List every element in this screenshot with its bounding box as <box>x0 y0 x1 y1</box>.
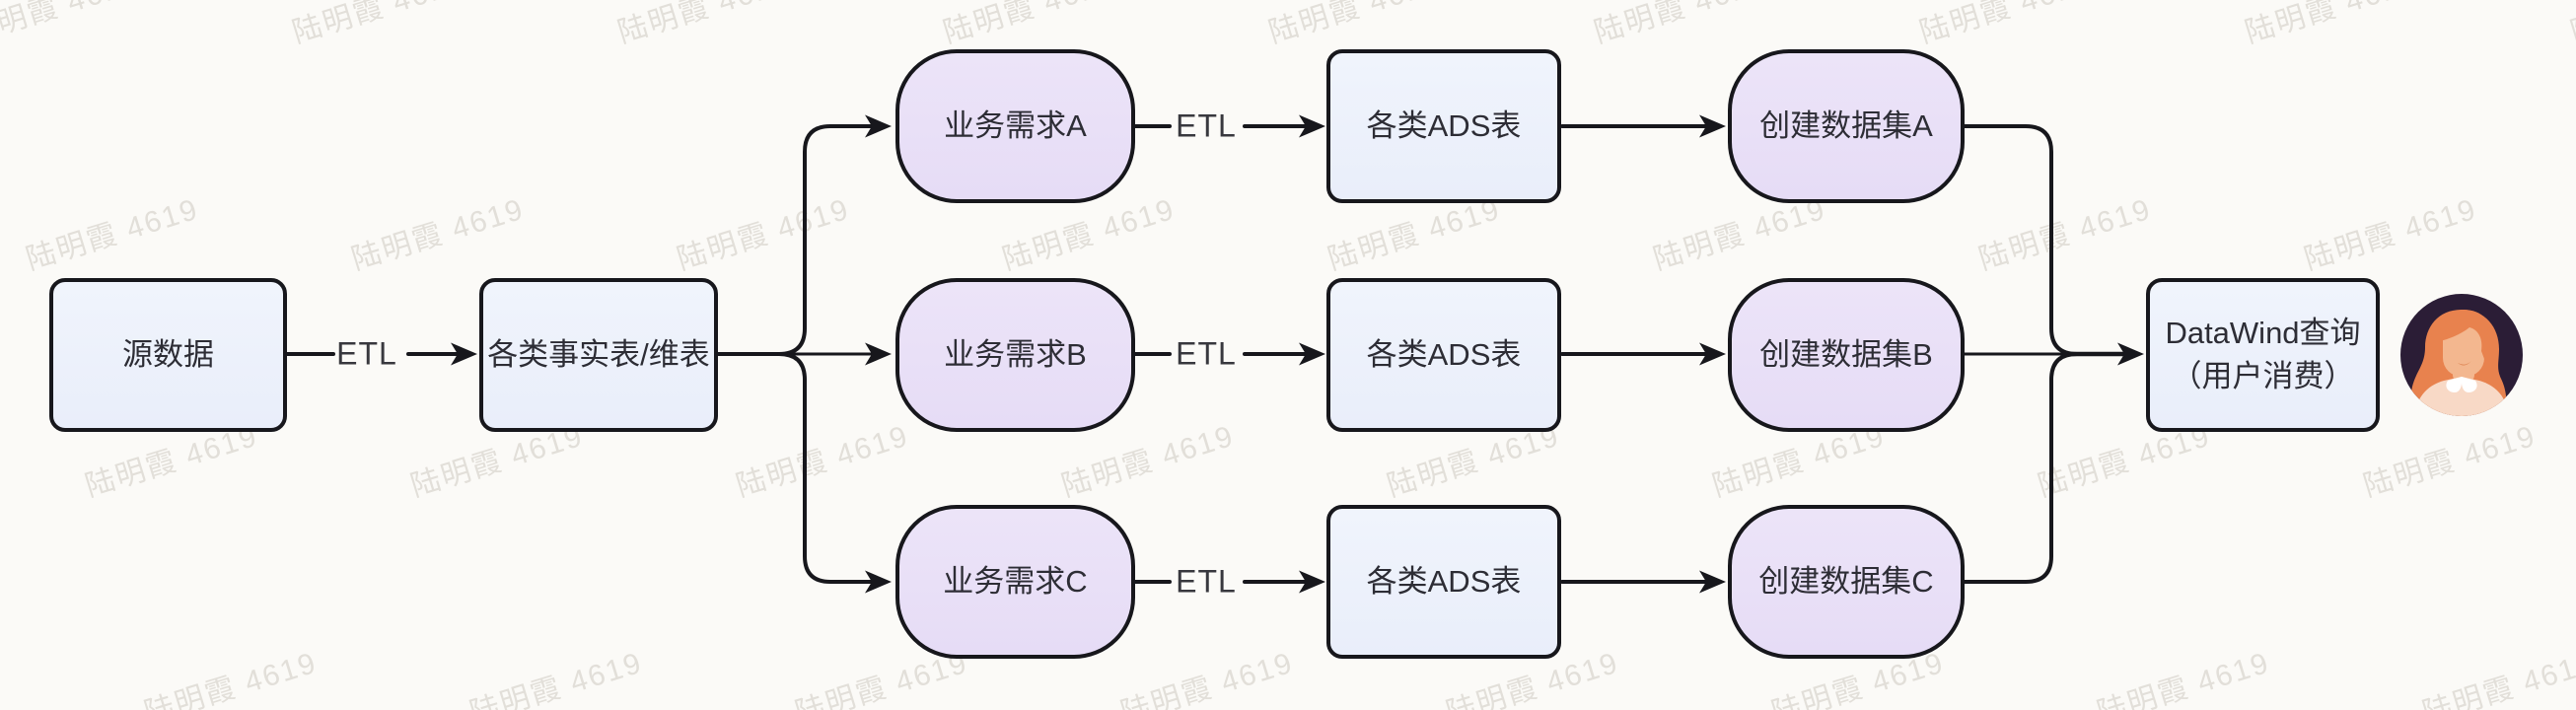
node-ads-tables-a: 各类ADS表 <box>1326 49 1561 203</box>
node-business-need-a: 业务需求A <box>895 49 1135 203</box>
node-label: 各类ADS表 <box>1366 337 1522 372</box>
node-label: 各类事实表/维表 <box>487 337 710 372</box>
node-create-dataset-b: 创建数据集B <box>1728 278 1965 432</box>
node-label: 各类ADS表 <box>1366 108 1522 143</box>
node-datawind-query: DataWind查询 （用户消费） <box>2146 278 2380 432</box>
node-label: 创建数据集A <box>1759 108 1933 143</box>
node-label: 业务需求B <box>944 337 1087 372</box>
user-avatar-icon <box>2400 294 2523 416</box>
node-label: 创建数据集B <box>1759 337 1933 372</box>
node-label: 源数据 <box>122 337 214 372</box>
connector-dataset-a-merge <box>1963 124 2079 356</box>
etl-label: ETL <box>1176 107 1237 144</box>
etl-label: ETL <box>336 335 397 372</box>
node-source-data: 源数据 <box>49 278 287 432</box>
connector-dataset-c-merge <box>1963 352 2079 584</box>
node-create-dataset-c: 创建数据集C <box>1728 505 1965 659</box>
node-create-dataset-a: 创建数据集A <box>1728 49 1965 203</box>
node-label: 业务需求A <box>944 108 1087 143</box>
etl-label: ETL <box>1176 563 1237 600</box>
node-business-need-c: 业务需求C <box>895 505 1135 659</box>
node-fact-dim-tables: 各类事实表/维表 <box>479 278 718 432</box>
connector-split-branch-c <box>777 352 874 584</box>
node-ads-tables-c: 各类ADS表 <box>1326 505 1561 659</box>
etl-label: ETL <box>1176 335 1237 372</box>
node-business-need-b: 业务需求B <box>895 278 1135 432</box>
node-label: 业务需求C <box>943 564 1088 599</box>
node-label: 各类ADS表 <box>1366 564 1522 599</box>
node-label-line2: （用户消费） <box>2171 359 2355 393</box>
node-label-line1: DataWind查询 <box>2165 316 2361 350</box>
node-label: 创建数据集C <box>1758 564 1934 599</box>
node-ads-tables-b: 各类ADS表 <box>1326 278 1561 432</box>
connector-split-branch-a <box>777 124 874 356</box>
